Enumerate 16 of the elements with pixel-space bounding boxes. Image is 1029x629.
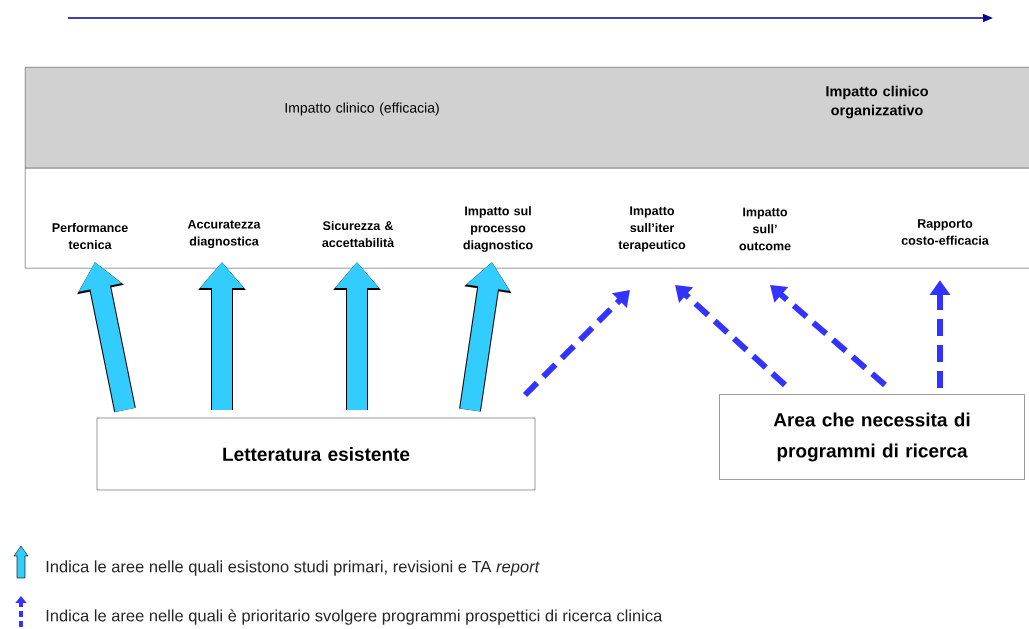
category-label: Impatto sul processo diagnostico [463,206,533,252]
category-label: Performance tecnica [52,222,128,250]
header-band: Impatto clinico (efficacia) Impatto clinico organizzativo [25,67,1029,169]
category-label: Rapporto costo-efficacia [901,219,989,245]
category-band [25,168,1029,269]
category-label: Impatto sull’iter terapeutico [618,206,686,252]
arrow [770,285,887,388]
arrow [522,290,630,398]
legend-text: Indica le aree nelle quali esistono studi primari, revisioni e TA report [46,560,540,576]
category-label: Accuratezza diagnostica [187,219,261,249]
arrow [675,285,788,388]
legend-text: Indica le aree nelle quali è prioritario svolgere programmi prospettici di ricerca clinica [46,609,663,625]
category-label: Sicurezza & accettabilità [322,220,395,248]
category-label: Impatto sull’ outcome [739,207,791,251]
text-box: Area che necessita di programmi di ricerca [719,394,1025,480]
text-box: Letteratura esistente [96,417,536,491]
